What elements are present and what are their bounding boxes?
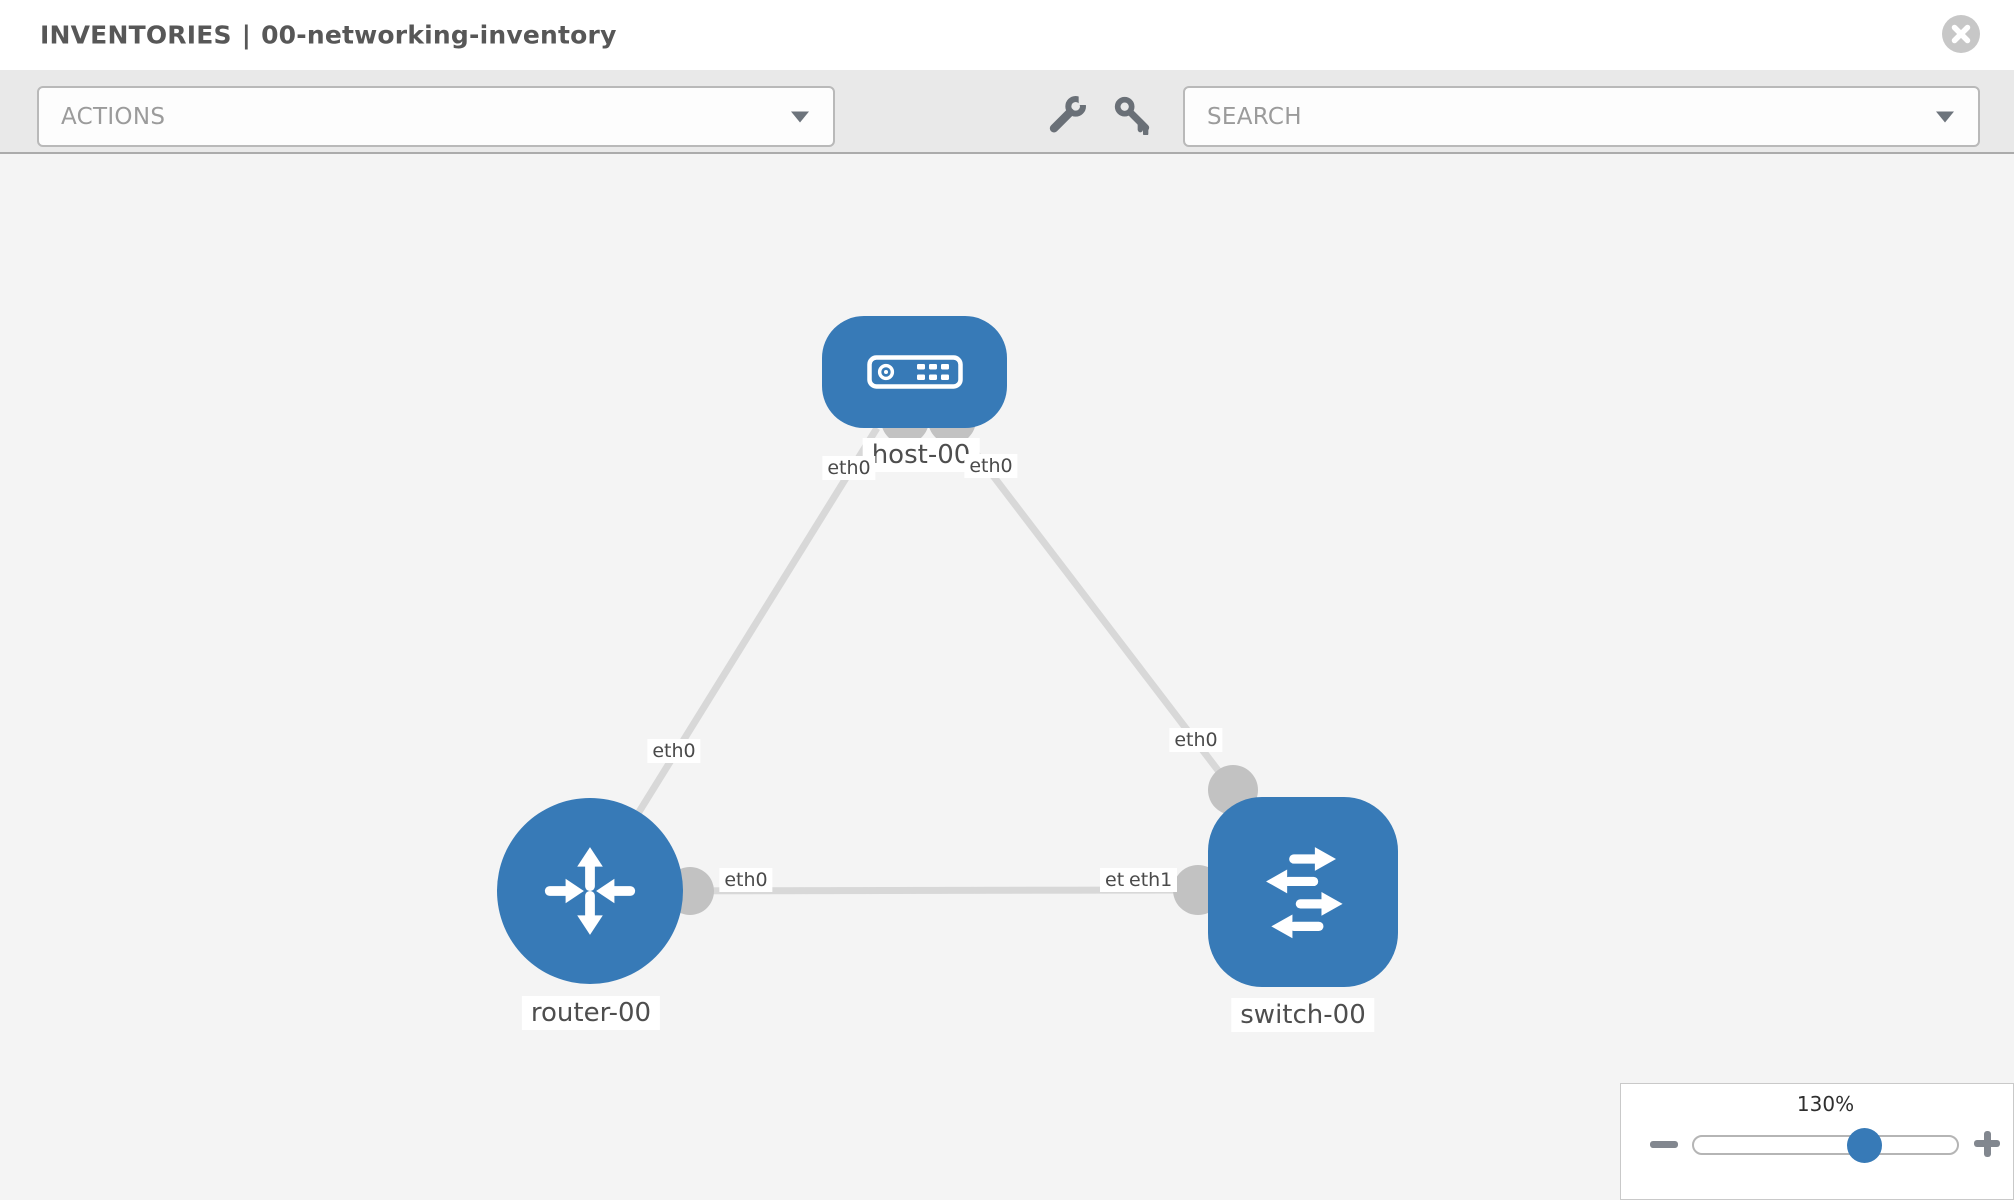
search-dropdown[interactable]: SEARCH (1183, 86, 1980, 147)
topology-canvas[interactable]: host-00 router-00 switch-00 eth0 eth0 et… (0, 154, 2014, 1200)
zoom-level-value: 130% (1796, 1092, 1855, 1116)
switch-icon (1266, 847, 1343, 939)
wrench-icon (1049, 95, 1092, 133)
host-device-icon (866, 355, 963, 389)
search-placeholder: SEARCH (1207, 103, 1302, 130)
node-host-00[interactable] (822, 316, 1007, 428)
toolbar: ACTIONS SEARCH (0, 70, 2014, 154)
page-title: INVENTORIES | 00-networking-inventory (40, 21, 617, 50)
iface-label-switch-eth1-to-router: eth1 (1124, 868, 1178, 892)
iface-label-switch-eth0-to-host: eth0 (1169, 728, 1223, 752)
actions-dropdown[interactable]: ACTIONS (37, 86, 835, 147)
zoom-slider-thumb[interactable] (1847, 1128, 1882, 1163)
actions-dropdown-label: ACTIONS (61, 103, 166, 130)
iface-label-host-eth0-to-switch: eth0 (964, 454, 1018, 478)
caret-down-icon (791, 111, 809, 122)
node-label-host: host-00 (862, 438, 980, 472)
inventory-name: 00-networking-inventory (261, 20, 617, 50)
tools-button[interactable] (1047, 95, 1092, 135)
iface-label-router-eth0-to-switch: eth0 (719, 868, 773, 892)
iface-label-router-eth0-to-host: eth0 (647, 739, 701, 763)
key-icon (1114, 96, 1150, 137)
node-label-switch: switch-00 (1231, 998, 1375, 1032)
breadcrumb-section: INVENTORIES (40, 20, 232, 50)
node-switch-00[interactable] (1208, 797, 1398, 987)
breadcrumb-separator: | (241, 20, 252, 50)
router-icon (544, 847, 636, 935)
close-button[interactable] (1942, 15, 1980, 53)
iface-label-host-eth0-to-router: eth0 (822, 456, 876, 480)
zoom-control-panel: 130% (1620, 1083, 2014, 1200)
topology-links-layer (587, 396, 1258, 915)
node-label-router: router-00 (521, 996, 661, 1030)
node-router-00[interactable] (497, 798, 683, 984)
zoom-out-button[interactable] (1644, 1124, 1684, 1164)
close-icon (1942, 15, 1980, 53)
zoom-slider-track[interactable] (1692, 1135, 1959, 1155)
minus-icon (1650, 1141, 1678, 1148)
header-bar: INVENTORIES | 00-networking-inventory (0, 0, 2014, 70)
caret-down-icon (1936, 111, 1954, 122)
zoom-in-button[interactable] (1967, 1124, 2007, 1164)
credentials-button[interactable] (1113, 95, 1153, 137)
